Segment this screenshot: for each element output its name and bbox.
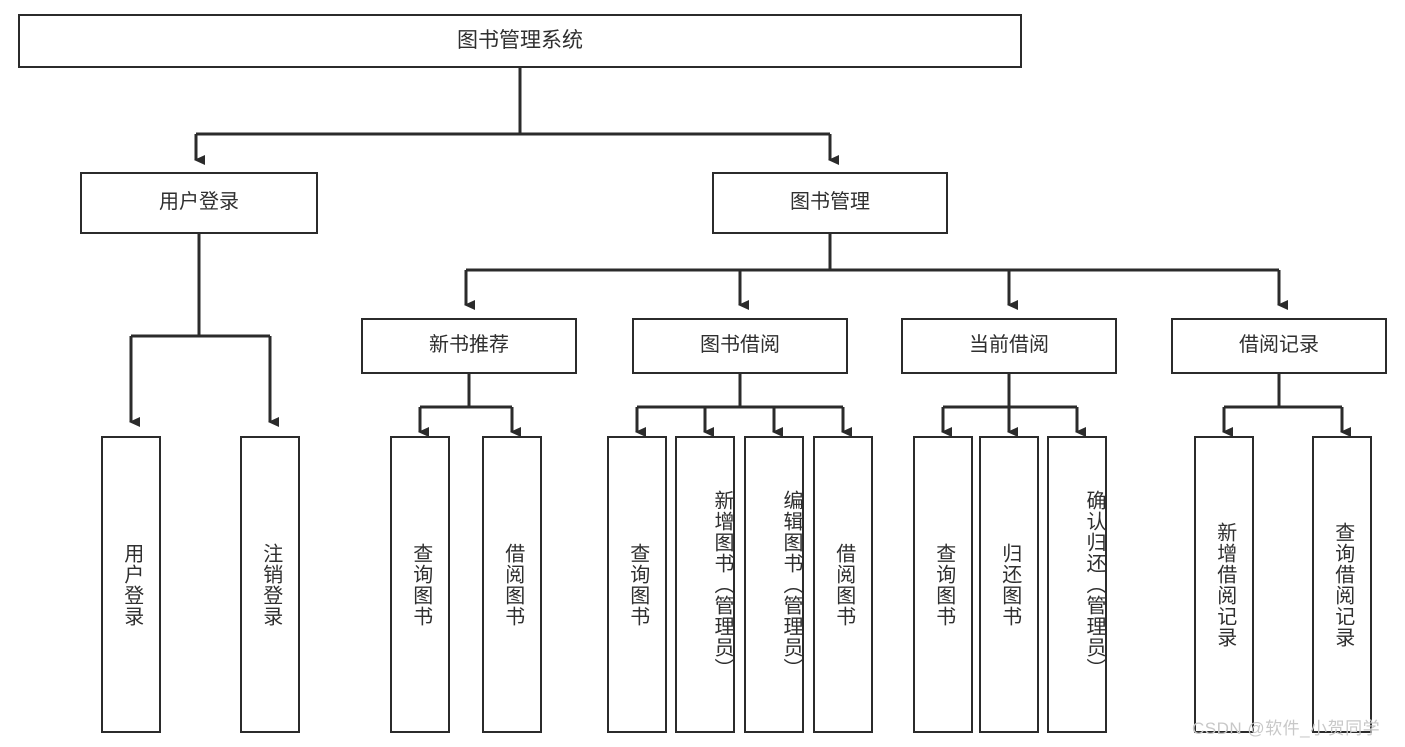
node-label: 新增图书（管理员） (711, 490, 733, 679)
node-current-borrow[interactable]: 当前借阅 (901, 318, 1117, 374)
node-label: 用户登录 (120, 542, 143, 627)
node-label: 注销登录 (259, 542, 282, 627)
node-label: 图书管理 (790, 191, 870, 214)
node-book-borrow[interactable]: 图书借阅 (632, 318, 848, 374)
leaf-edit-book-admin[interactable]: 编辑图书（管理员） (744, 436, 804, 733)
node-label: 查询图书 (932, 542, 955, 627)
node-book-management[interactable]: 图书管理 (712, 172, 948, 234)
node-label: 新书推荐 (429, 334, 509, 357)
leaf-logout[interactable]: 注销登录 (240, 436, 300, 733)
leaf-add-borrow-record[interactable]: 新增借阅记录 (1194, 436, 1254, 733)
node-label: 确认归还（管理员） (1083, 490, 1105, 679)
leaf-query-book-borrow[interactable]: 查询图书 (607, 436, 667, 733)
node-label: 新增借阅记录 (1213, 521, 1236, 648)
node-borrow-record[interactable]: 借阅记录 (1171, 318, 1387, 374)
leaf-query-book-current[interactable]: 查询图书 (913, 436, 973, 733)
node-label: 借阅图书 (832, 542, 855, 627)
node-user-login[interactable]: 用户登录 (80, 172, 318, 234)
leaf-borrow-book-recommend[interactable]: 借阅图书 (482, 436, 542, 733)
node-label: 查询图书 (409, 542, 432, 627)
node-label: 查询借阅记录 (1331, 521, 1354, 648)
node-label: 借阅图书 (501, 542, 524, 627)
node-label: 查询图书 (626, 542, 649, 627)
leaf-return-book[interactable]: 归还图书 (979, 436, 1039, 733)
leaf-add-book-admin[interactable]: 新增图书（管理员） (675, 436, 735, 733)
node-new-book-recommend[interactable]: 新书推荐 (361, 318, 577, 374)
leaf-query-borrow-record[interactable]: 查询借阅记录 (1312, 436, 1372, 733)
node-label: 编辑图书（管理员） (780, 490, 802, 679)
node-label: 图书管理系统 (457, 28, 583, 52)
node-label: 归还图书 (998, 542, 1021, 627)
leaf-confirm-return-admin[interactable]: 确认归还（管理员） (1047, 436, 1107, 733)
node-label: 借阅记录 (1239, 334, 1319, 357)
node-label: 当前借阅 (969, 334, 1049, 357)
csdn-watermark: CSDN @软件_小贺同学 (1192, 719, 1381, 738)
leaf-query-book-recommend[interactable]: 查询图书 (390, 436, 450, 733)
leaf-user-login[interactable]: 用户登录 (101, 436, 161, 733)
leaf-borrow-book[interactable]: 借阅图书 (813, 436, 873, 733)
node-label: 用户登录 (159, 191, 239, 214)
node-root-book-management-system[interactable]: 图书管理系统 (18, 14, 1022, 68)
node-label: 图书借阅 (700, 334, 780, 357)
